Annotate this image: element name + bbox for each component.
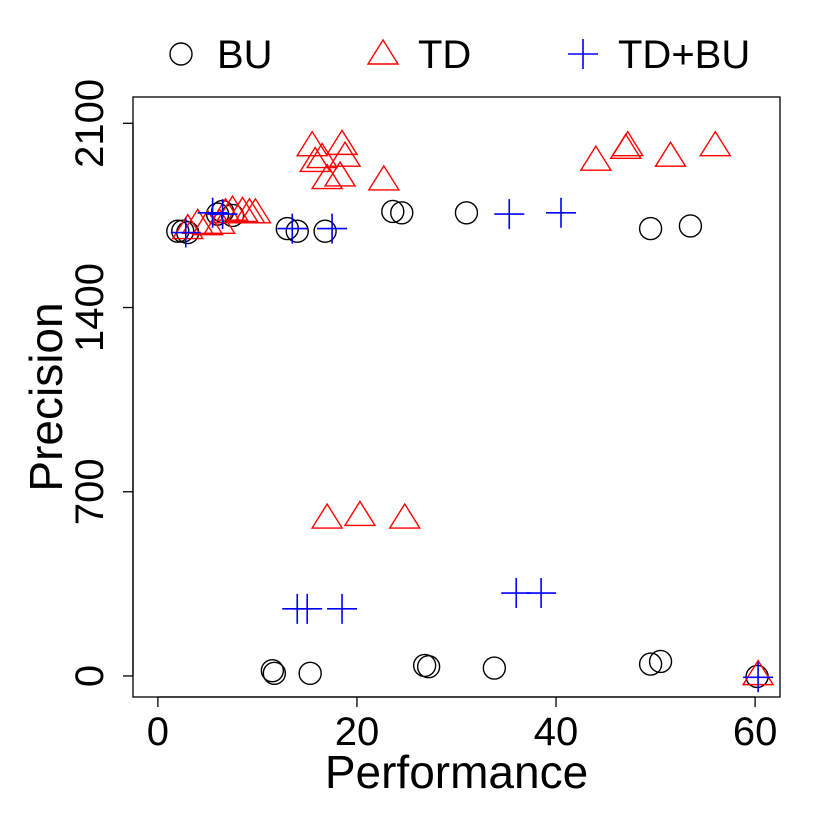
point-td [611,130,644,157]
legend-marker-bu [169,42,193,66]
point-bu [678,214,703,238]
legend-marker-td [366,38,400,65]
point-td [171,213,205,240]
data-points [166,129,775,693]
point-bu [638,216,663,241]
point-td [310,502,344,529]
legend-label-bu: BU [217,33,273,77]
point-bu [285,219,309,243]
point-td [367,164,401,191]
point-bu [260,658,285,683]
point-td [699,130,732,157]
legend-item-bu: BU [169,33,273,77]
point-td [328,140,362,167]
point-td-bu [526,578,557,609]
point-td-bu [277,213,308,244]
point-td-bu [292,593,323,624]
point-bu [454,201,479,225]
point-bu [412,653,437,678]
point-bu [416,655,441,679]
point-bu [390,201,414,225]
point-td-bu [327,593,358,624]
point-td-bu [743,662,774,693]
y-axis: 0 700 1400 2100 [68,79,134,687]
y-tick-label: 700 [68,458,112,525]
point-td [388,502,422,529]
point-bu [381,199,405,224]
series-td [171,129,775,686]
x-tick-label: 40 [534,710,579,754]
point-td [216,194,249,221]
point-bu [482,656,507,680]
x-tick-label: 20 [335,710,380,754]
point-td-bu [546,197,577,228]
x-tick-label: 0 [147,710,169,754]
point-bu [298,661,322,686]
point-td [239,197,272,224]
point-td [209,197,242,224]
point-td [343,500,377,527]
point-td [295,130,329,157]
point-td-bu [207,199,238,230]
x-axis: 0 20 40 60 [147,696,778,754]
point-td [325,129,359,156]
point-bu [638,652,663,676]
point-td [298,146,332,173]
y-tick-label: 0 [68,665,112,687]
point-bu [648,649,673,674]
y-tick-label: 2100 [68,79,112,168]
y-axis-label: Precision [20,302,72,491]
y-tick-label: 1400 [68,263,112,352]
point-bu [262,661,287,686]
point-td [323,160,357,187]
point-td [310,163,344,190]
point-bu [313,219,337,243]
series-bu [166,199,769,689]
legend-marker-td-bu [568,39,598,69]
x-tick-label: 60 [733,710,778,754]
series-td-bu [170,197,774,693]
point-td-bu [494,199,525,230]
point-td [226,196,259,223]
x-axis-label: Performance [325,746,588,798]
plot-frame [132,96,781,698]
legend: BU TD TD+BU [169,33,750,77]
point-td-bu [317,213,348,244]
point-bu [220,203,245,228]
point-td [305,142,339,169]
legend-item-td: TD [366,33,471,77]
point-td [654,140,687,167]
point-bu [166,219,190,243]
legend-label-td-bu: TD+BU [618,33,750,77]
legend-label-td: TD [418,33,471,77]
point-td-bu [170,217,201,248]
point-td [579,144,613,171]
legend-item-td-bu: TD+BU [568,33,750,77]
